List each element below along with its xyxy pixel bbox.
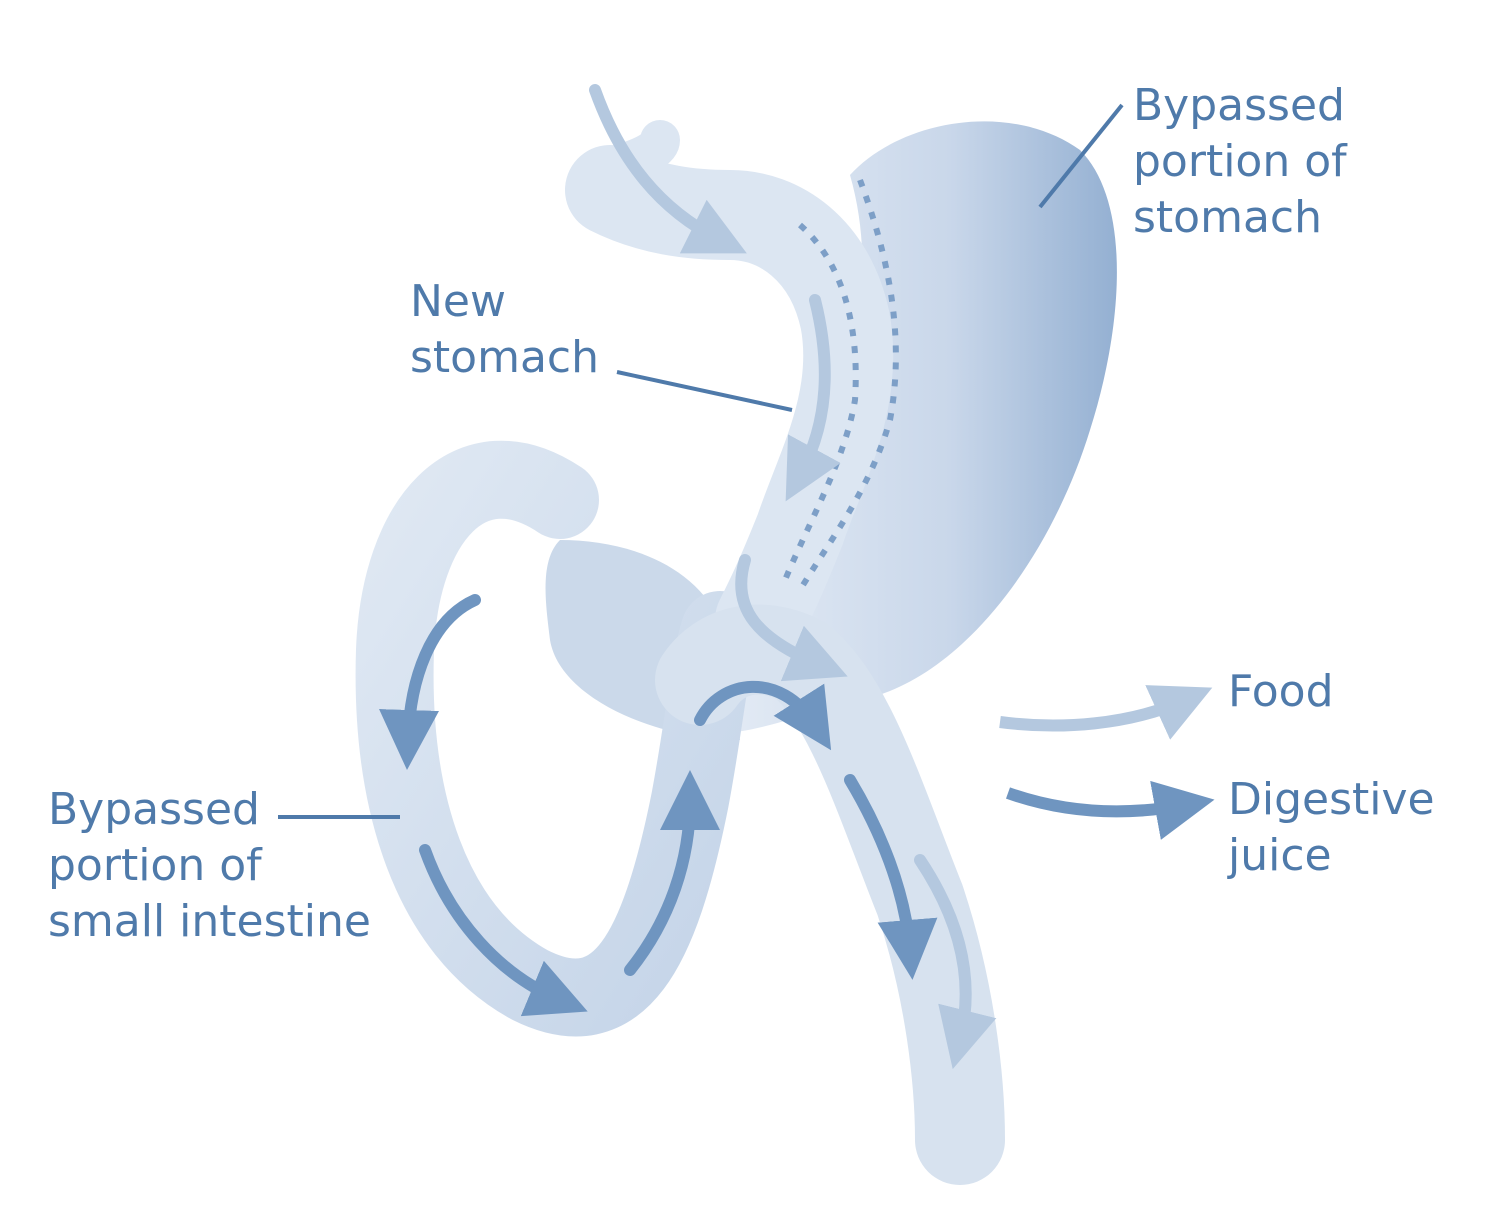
label-line: Bypassed bbox=[48, 784, 260, 835]
juice-legend-arrow bbox=[1005, 780, 1215, 840]
label-new-stomach: New stomach bbox=[410, 274, 599, 386]
food-legend-arrow bbox=[999, 685, 1213, 740]
legend-label: Digestive bbox=[1228, 774, 1435, 825]
legend-label: Food bbox=[1228, 666, 1334, 717]
legend-digestive-juice: Digestive juice bbox=[1228, 772, 1435, 884]
food-flow-arrows bbox=[589, 84, 997, 1070]
legend-label: juice bbox=[1228, 830, 1332, 881]
label-line: small intestine bbox=[48, 896, 371, 947]
label-line: portion of bbox=[1133, 136, 1347, 187]
label-line: stomach bbox=[410, 332, 599, 383]
label-bypassed-intestine: Bypassed portion of small intestine bbox=[48, 782, 371, 950]
label-line: New bbox=[410, 276, 506, 327]
label-bypassed-stomach: Bypassed portion of stomach bbox=[1133, 78, 1347, 246]
juice-flow-arrows bbox=[379, 594, 938, 1017]
legend-food: Food bbox=[1228, 664, 1334, 720]
leader-lines bbox=[278, 103, 1124, 819]
label-line: Bypassed bbox=[1133, 80, 1345, 131]
label-line: portion of bbox=[48, 840, 262, 891]
label-line: stomach bbox=[1133, 192, 1322, 243]
staple-line bbox=[782, 178, 899, 592]
